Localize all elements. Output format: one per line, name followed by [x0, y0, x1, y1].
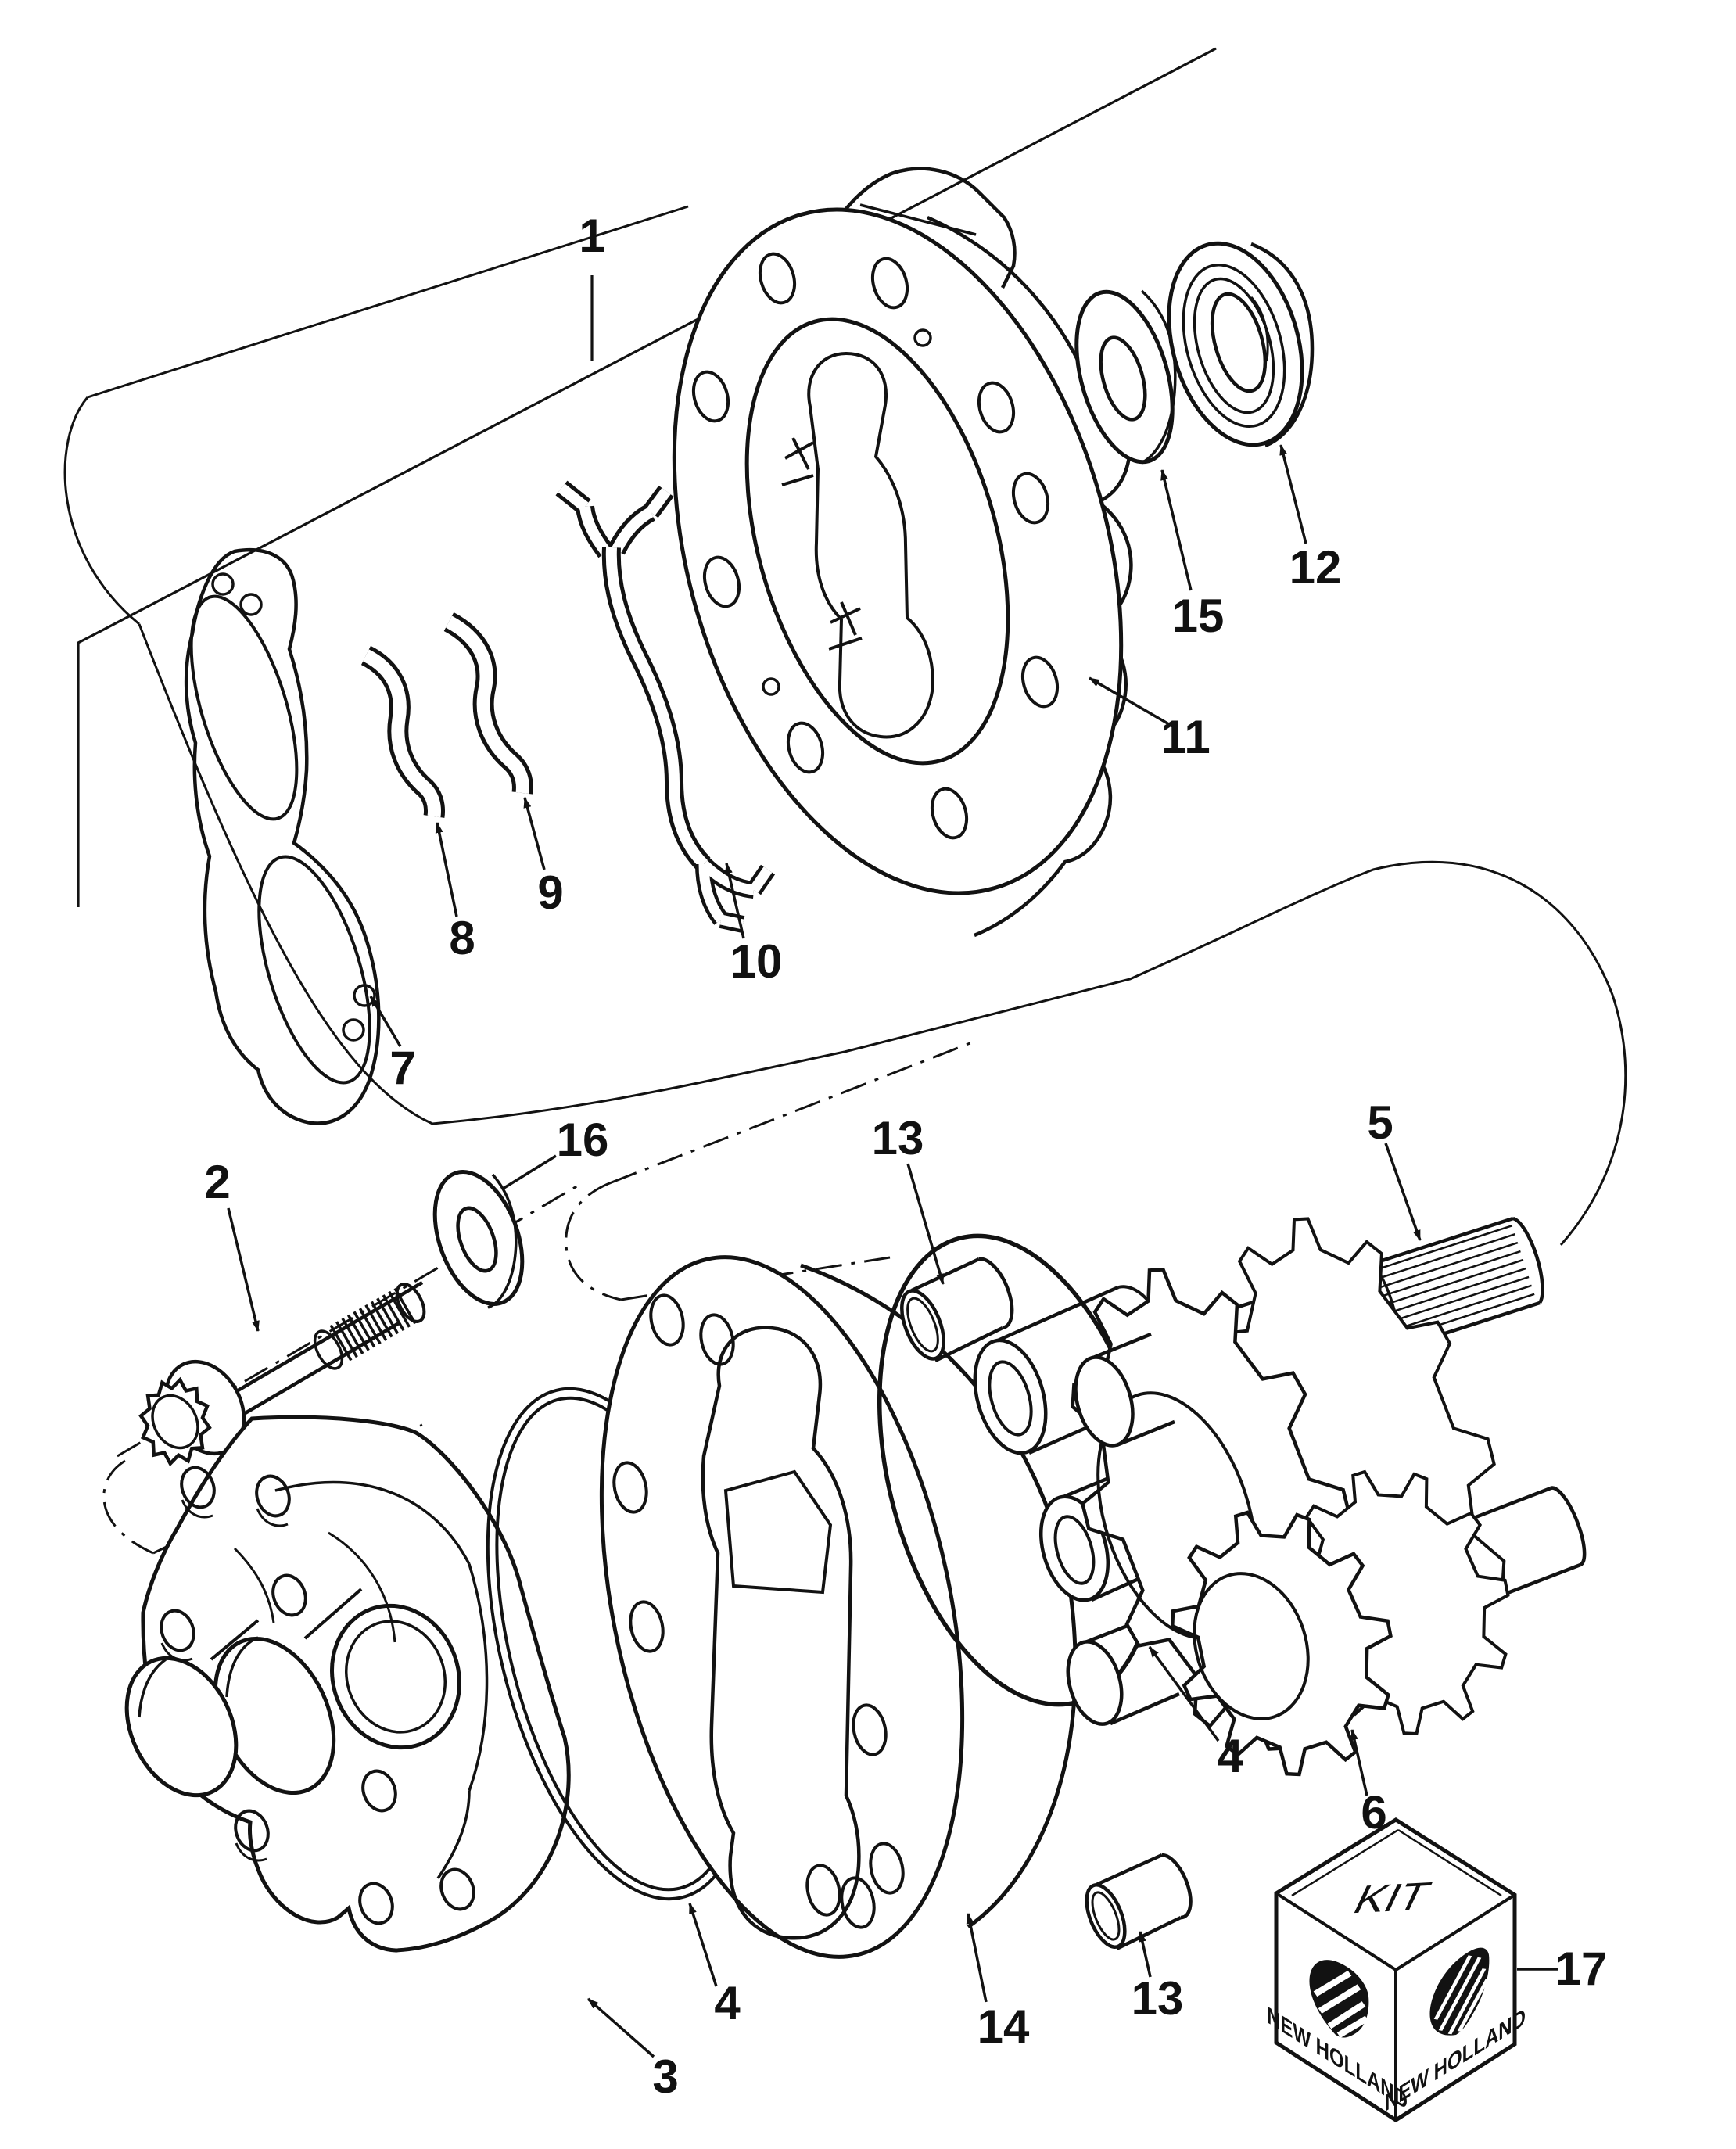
spring-clip-part8 [360, 645, 445, 818]
callout-2: 2 [204, 1156, 230, 1208]
callout-11: 11 [1160, 711, 1210, 763]
assembly-envelope-sweep [138, 623, 1627, 1246]
callout-4b: 4 [1217, 1730, 1243, 1782]
rear-cover-part11 [672, 167, 1133, 938]
front-cover-part3 [124, 1415, 571, 1953]
callout-7: 7 [389, 1042, 415, 1094]
thrust-washer-part15 [1074, 289, 1177, 465]
callout-9: 9 [537, 866, 563, 919]
callout-6: 6 [1361, 1786, 1386, 1839]
dowel-pin-lower-part13 [1085, 1853, 1193, 1951]
callout-17: 17 [1555, 1943, 1608, 1995]
spring-clip-part9 [443, 612, 533, 795]
retainer-spring-part10 [555, 480, 776, 933]
leader-lines [227, 444, 1558, 2058]
service-kit-box-part17: KIT NEW HOLLAND NEW HOLLAND [1267, 1817, 1526, 2122]
callout-12: 12 [1289, 541, 1342, 594]
callout-16: 16 [557, 1114, 609, 1166]
callout-5: 5 [1367, 1096, 1393, 1149]
callout-15: 15 [1172, 590, 1225, 642]
callout-4a: 4 [714, 1977, 741, 2029]
callout-10: 10 [730, 935, 783, 988]
flange-bolt-part2 [138, 1281, 426, 1467]
callout-3: 3 [652, 2050, 678, 2103]
nh-leaf-logo-right [1429, 1947, 1490, 2036]
callout-13a: 13 [872, 1112, 924, 1164]
nh-leaf-logo-left [1309, 1960, 1369, 2038]
callout-8: 8 [449, 912, 475, 964]
dowel-pin-upper-part13 [900, 1257, 1014, 1363]
callout-labels: 1 2 3 4 4 5 6 7 8 9 10 11 12 13 13 14 15… [204, 210, 1607, 2103]
flat-washer-part16 [432, 1170, 525, 1309]
shaft-seal-part12 [1167, 241, 1315, 448]
gasket-part7 [184, 547, 381, 1125]
callout-14: 14 [977, 2000, 1030, 2053]
driven-gear-part6 [1170, 1469, 1587, 1777]
callout-13b: 13 [1132, 1972, 1184, 2025]
callout-1: 1 [579, 210, 604, 262]
